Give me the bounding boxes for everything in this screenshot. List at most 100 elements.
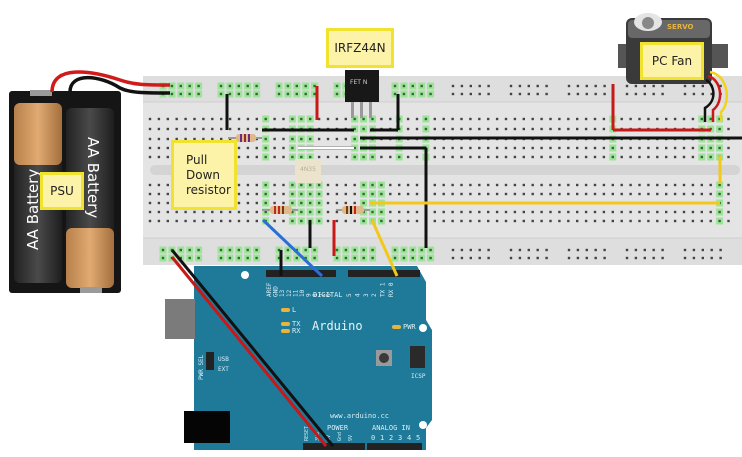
breadboard-hole <box>344 219 347 223</box>
breadboard-hole <box>255 117 258 121</box>
breadboard-hole <box>255 256 258 260</box>
breadboard-hole <box>682 219 686 223</box>
breadboard-hole <box>487 155 490 159</box>
breadboard-hole <box>647 219 650 223</box>
mosfet-label: IRFZ44N <box>326 28 394 68</box>
breadboard-hole <box>540 155 543 159</box>
breadboard-hole <box>335 84 339 88</box>
breadboard-hole <box>237 155 241 159</box>
analog-pin-label: 3 <box>398 434 402 442</box>
breadboard-hole <box>246 248 249 252</box>
breadboard-hole <box>264 146 267 150</box>
breadboard-hole <box>718 146 721 150</box>
breadboard-hole <box>295 248 298 252</box>
breadboard-hole <box>451 155 454 159</box>
breadboard-hole <box>567 127 570 131</box>
breadboard-hole <box>509 92 513 96</box>
battery-terminal <box>80 287 102 293</box>
breadboard-hole <box>692 256 696 260</box>
breadboard-hole <box>558 183 561 187</box>
breadboard-hole <box>487 210 490 214</box>
breadboard-hole <box>700 192 703 196</box>
breadboard-hole <box>634 256 638 260</box>
breadboard-hole <box>567 155 570 159</box>
breadboard-hole <box>700 219 703 223</box>
breadboard-hole <box>611 219 614 223</box>
breadboard-hole <box>527 84 530 88</box>
breadboard-hole <box>255 183 258 187</box>
digital-pin-label: 13 <box>279 289 286 297</box>
breadboard-hole <box>682 192 686 196</box>
breadboard-hole <box>220 117 223 121</box>
breadboard-hole <box>656 192 659 196</box>
breadboard-hole <box>495 183 499 187</box>
breadboard-hole <box>656 146 659 150</box>
breadboard-hole <box>433 183 436 187</box>
breadboard-hole <box>567 210 570 214</box>
breadboard-hole <box>148 137 152 141</box>
breadboard-hole <box>603 84 606 88</box>
breadboard-hole <box>371 117 374 121</box>
breadboard-hole <box>518 92 522 96</box>
breadboard-hole <box>326 183 330 187</box>
breadboard-hole <box>344 155 347 159</box>
breadboard-hole <box>540 183 543 187</box>
breadboard-hole <box>309 210 312 214</box>
breadboard-hole <box>567 192 570 196</box>
wire-black-arduino-gnd <box>170 249 335 447</box>
breadboard-hole <box>487 256 490 260</box>
mosfet-irfz44n: FET N <box>345 70 379 118</box>
breadboard-hole <box>567 256 571 260</box>
breadboard-hole <box>665 192 668 196</box>
breadboard-hole <box>567 92 571 96</box>
breadboard-hole <box>219 256 223 260</box>
breadboard-hole <box>246 117 250 121</box>
breadboard-hole <box>148 210 152 214</box>
breadboard-hole <box>228 117 232 121</box>
breadboard-hole <box>291 146 294 150</box>
breadboard-hole <box>531 127 534 131</box>
breadboard-hole <box>371 183 374 187</box>
breadboard-hole <box>313 256 316 260</box>
led-l <box>281 308 290 312</box>
breadboard-hole <box>603 256 606 260</box>
mounting-hole <box>419 421 427 429</box>
breadboard-hole <box>193 210 196 214</box>
breadboard-hole <box>594 256 597 260</box>
breadboard-hole <box>709 146 712 150</box>
breadboard-hole <box>576 84 580 88</box>
breadboard-hole <box>527 256 530 260</box>
breadboard-hole <box>513 192 517 196</box>
resistor-band <box>282 206 284 214</box>
breadboard-hole <box>148 219 152 223</box>
breadboard-hole <box>197 248 200 252</box>
breadboard-hole <box>620 146 623 150</box>
breadboard-hole <box>567 219 570 223</box>
breadboard-hole <box>682 183 686 187</box>
breadboard-hole <box>393 248 397 252</box>
breadboard-hole <box>620 155 623 159</box>
breadboard-hole <box>584 127 588 131</box>
breadboard-hole <box>460 219 463 223</box>
breadboard-hole <box>415 192 419 196</box>
pull-down-resistor-label: Pull Down resistor <box>171 140 237 210</box>
breadboard-hole <box>469 219 472 223</box>
breadboard-hole <box>197 92 200 96</box>
breadboard-hole <box>709 219 712 223</box>
breadboard-hole <box>157 155 161 159</box>
breadboard-hole <box>202 117 205 121</box>
icsp-label: ICSP <box>411 373 426 380</box>
breadboard-hole <box>220 127 223 131</box>
breadboard-hole <box>460 183 463 187</box>
breadboard-hole <box>691 117 695 121</box>
breadboard-hole <box>727 192 730 196</box>
breadboard-hole <box>179 248 182 252</box>
usb-port <box>165 299 195 339</box>
breadboard-hole <box>558 210 561 214</box>
power-pin-label: 9V <box>348 435 354 441</box>
breadboard-hole <box>522 127 525 131</box>
breadboard-hole <box>593 183 597 187</box>
breadboard-hole <box>411 248 414 252</box>
pwr-sel-jumper <box>206 352 214 370</box>
